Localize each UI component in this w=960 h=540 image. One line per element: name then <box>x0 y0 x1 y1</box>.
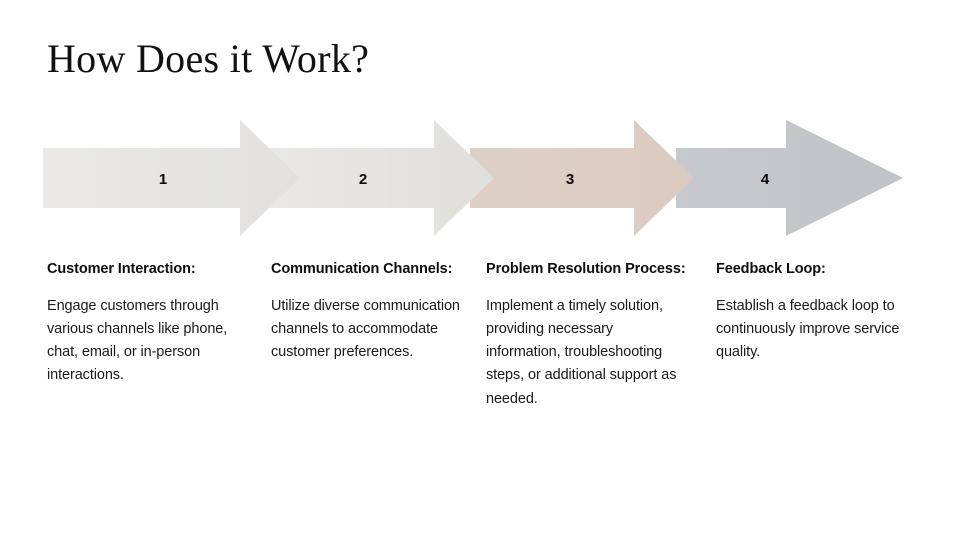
step-column-4: Feedback Loop: Establish a feedback loop… <box>716 258 916 364</box>
step-descriptions: Customer Interaction: Engage customers t… <box>0 258 960 488</box>
process-arrow-segment-4[interactable] <box>676 120 903 236</box>
process-arrow-diagram: 1 2 3 4 <box>0 110 960 245</box>
segment-1-shape <box>43 120 300 236</box>
page-title: How Does it Work? <box>47 36 370 81</box>
step-heading-1: Customer Interaction: <box>47 261 196 277</box>
segment-number-3: 3 <box>566 171 574 188</box>
process-arrow-segment-1[interactable] <box>43 120 300 236</box>
segment-number-4: 4 <box>761 171 770 188</box>
step-heading-4: Feedback Loop: <box>716 261 826 277</box>
step-heading-3: Problem Resolution Process: <box>486 261 686 277</box>
step-column-2: Communication Channels: Utilize diverse … <box>271 258 461 364</box>
step-body-2: Utilize diverse communication channels t… <box>271 297 460 361</box>
step-column-3: Problem Resolution Process: Implement a … <box>486 258 691 411</box>
step-body-4: Establish a feedback loop to continuousl… <box>716 297 900 361</box>
step-column-1: Customer Interaction: Engage customers t… <box>47 258 247 388</box>
process-arrow-segment-3[interactable] <box>470 120 694 236</box>
segment-number-2: 2 <box>359 171 367 188</box>
step-body-1: Engage customers through various channel… <box>47 297 228 384</box>
process-arrow-segment-2[interactable] <box>252 120 494 236</box>
process-arrow-svg: 1 2 3 4 <box>43 120 903 236</box>
segment-4-shape <box>676 120 903 236</box>
segment-2-shape <box>252 120 494 236</box>
segment-number-1: 1 <box>159 171 167 188</box>
step-body-3: Implement a timely solution, providing n… <box>486 297 677 407</box>
segment-3-shape <box>470 120 694 236</box>
step-heading-2: Communication Channels: <box>271 261 453 277</box>
